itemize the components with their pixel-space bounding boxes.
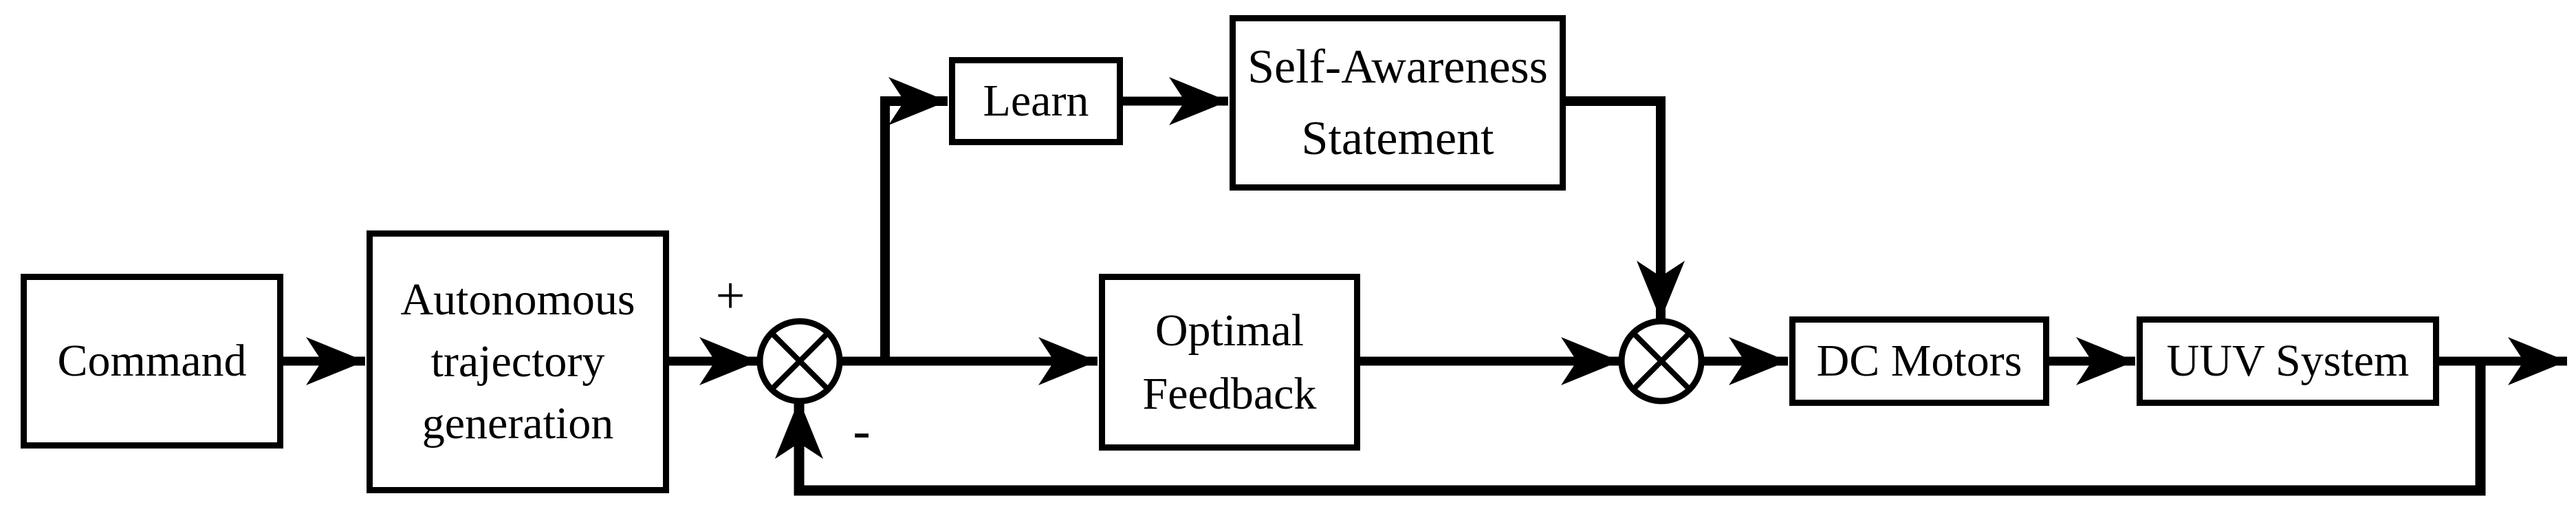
block-command-label: Command bbox=[57, 336, 247, 387]
block-optimal-feedback-line1: Optimal bbox=[1155, 305, 1305, 356]
block-optimal-feedback: Optimal Feedback bbox=[1099, 274, 1360, 451]
block-command: Command bbox=[21, 274, 283, 449]
block-learn-label: Learn bbox=[983, 76, 1089, 127]
block-optimal-feedback-line2: Feedback bbox=[1142, 368, 1317, 419]
block-dc-motors: DC Motors bbox=[1789, 316, 2049, 406]
minus-sign: - bbox=[853, 402, 871, 460]
arrow-branch-to-learn bbox=[880, 77, 948, 365]
block-self-awareness-line1: Self-Awareness bbox=[1247, 40, 1548, 94]
block-autonomous-line2: trajectory bbox=[430, 336, 605, 387]
block-uuv-system: UUV System bbox=[2137, 316, 2439, 406]
arrow-feedback-loop bbox=[775, 361, 2486, 496]
plus-sign: + bbox=[715, 267, 745, 325]
block-dc-motors-label: DC Motors bbox=[1816, 336, 2022, 387]
block-uuv-system-label: UUV System bbox=[2166, 336, 2410, 387]
block-autonomous-trajectory-generation: Autonomous trajectory generation bbox=[367, 230, 669, 493]
summing-junction-2-icon bbox=[1618, 318, 1705, 404]
block-autonomous-line1: Autonomous bbox=[400, 274, 635, 325]
arrow-self-awareness-to-junction2 bbox=[1566, 96, 1685, 320]
block-self-awareness-line2: Statement bbox=[1301, 111, 1494, 165]
block-learn: Learn bbox=[949, 57, 1123, 145]
block-self-awareness-statement: Self-Awareness Statement bbox=[1230, 15, 1566, 191]
summing-junction-1-icon bbox=[756, 318, 843, 404]
block-autonomous-line3: generation bbox=[422, 398, 614, 449]
